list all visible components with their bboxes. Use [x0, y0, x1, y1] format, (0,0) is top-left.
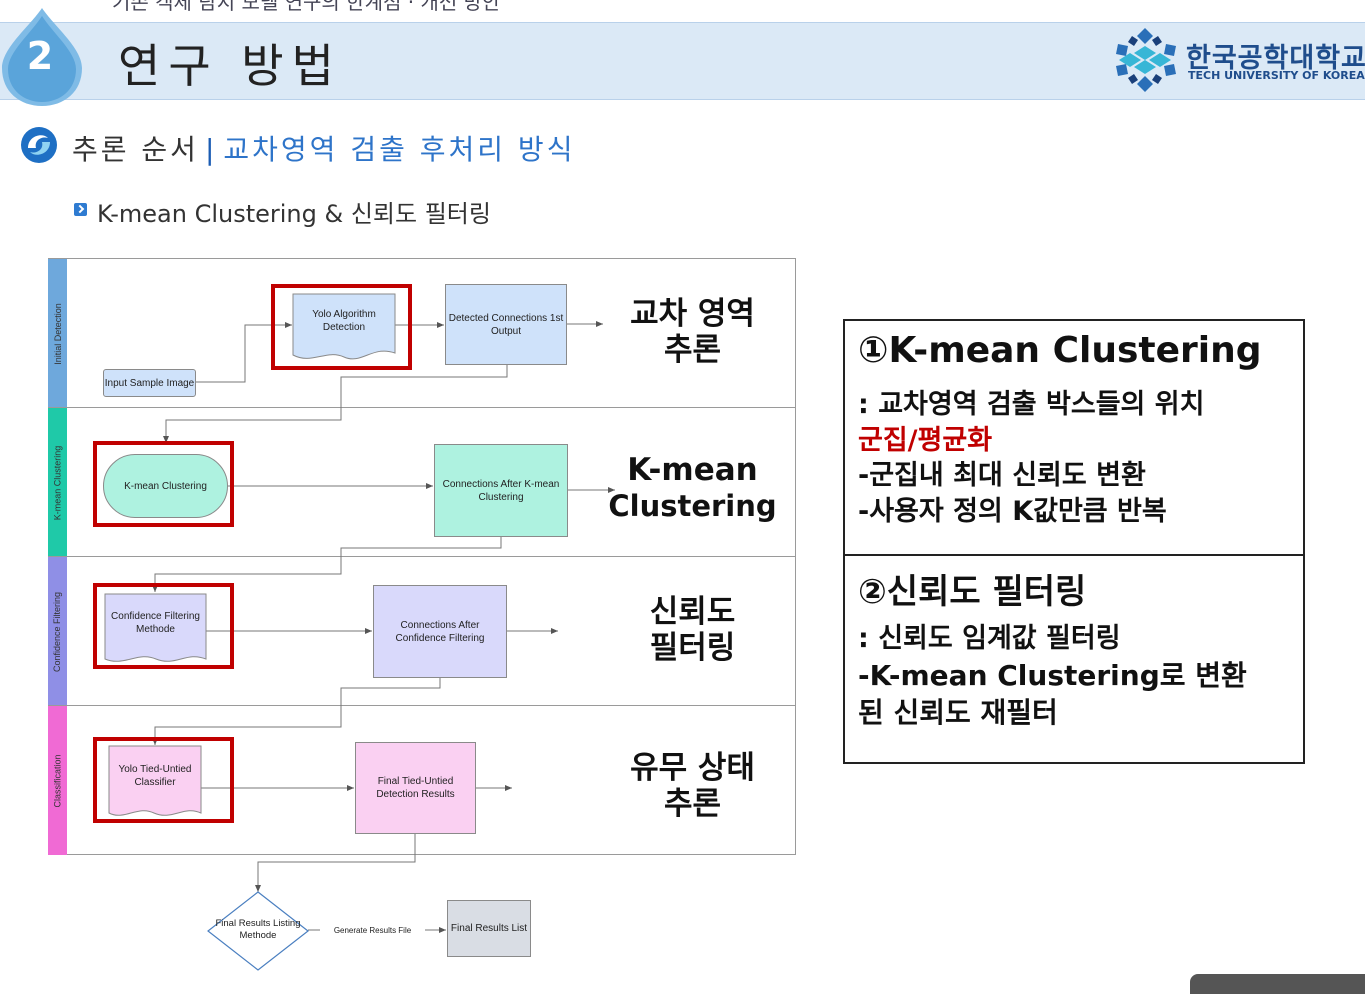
- subtitle-part1: 추론 순서: [72, 133, 199, 166]
- node-confidence-shape: [104, 593, 207, 662]
- university-name-english: TECH UNIVERSITY OF KOREA: [1188, 69, 1365, 82]
- lane-tab-kmean: [48, 408, 67, 557]
- lane-label-initial: Initial Detection: [52, 302, 63, 365]
- node-final-detection: Final Tied-Untied Detection Results: [355, 742, 476, 834]
- node-decision-shape: [207, 891, 309, 971]
- confidence-desc-line1: : 신뢰도 임계값 필터링: [858, 623, 1121, 654]
- university-logo-icon: [1116, 28, 1176, 92]
- subtitle-separator: |: [204, 133, 218, 166]
- node-yolo-shape: [292, 293, 396, 360]
- node-final-results-method: Final Results Listing Methode: [215, 918, 301, 941]
- previous-slide-text: 기존 객체 탐지 모델 연구의 한계점 · 개선 방안: [112, 0, 501, 14]
- lane-label-confidence: Confidence Filtering: [52, 591, 63, 672]
- node-input-sample: Input Sample Image: [103, 369, 196, 397]
- node-after-confidence: Connections After Confidence Filtering: [373, 585, 507, 678]
- section-number: 2: [26, 34, 54, 78]
- node-classifier-shape: [108, 745, 202, 816]
- lane-tab-confidence: [48, 557, 67, 706]
- lane-tab-initial: [48, 259, 67, 408]
- swirl-icon: [21, 127, 57, 163]
- kmean-desc-highlight: 군집/평균화: [858, 425, 993, 456]
- node-yolo-classifier: Yolo Tied-Untied Classifier: [118, 764, 192, 788]
- slide-subtitle: 추론 순서|교차영역 검출 후처리 방식: [72, 128, 575, 168]
- subtitle-part2: 교차영역 검출 후처리 방식: [223, 133, 576, 166]
- highlight-box: [93, 737, 234, 823]
- kmean-desc-line4: -사용자 정의 K값만큼 반복: [858, 496, 1167, 527]
- node-after-kmean: Connections After K-mean Clustering: [434, 444, 568, 537]
- highlight-box: [271, 284, 412, 370]
- confidence-heading: ②신뢰도 필터링: [858, 572, 1087, 612]
- bullet-arrow-icon: [74, 203, 87, 216]
- node-kmean-clustering: K-mean Clustering: [103, 454, 228, 518]
- edge-label-generate: Generate Results File: [320, 922, 425, 938]
- kmean-desc-line3: -군집내 최대 신뢰도 변환: [858, 460, 1146, 491]
- corner-overlay-tab: [1190, 974, 1365, 994]
- bullet-text: K-mean Clustering & 신뢰도 필터링: [97, 200, 491, 228]
- node-detected-connections: Detected Connections 1st Output: [445, 284, 567, 365]
- lane-divider: [48, 556, 796, 557]
- node-final-results-list: Final Results List: [447, 900, 531, 957]
- kmean-heading: ①K-mean Clustering: [858, 330, 1262, 371]
- node-yolo-detection: Yolo Algorithm Detection: [312, 309, 376, 333]
- confidence-desc-line3: 된 신뢰도 재필터: [858, 696, 1058, 729]
- description-box: [843, 319, 1305, 764]
- node-confidence-method: Confidence Filtering Methode: [111, 611, 200, 635]
- lane-divider: [48, 407, 796, 408]
- water-drop-badge: [2, 8, 82, 106]
- confidence-desc-line2: -K-mean Clustering로 변환: [858, 659, 1247, 692]
- lane-label-kmean: K-mean Clustering: [52, 445, 63, 520]
- highlight-box: [93, 441, 234, 527]
- highlight-box: [93, 583, 234, 669]
- lane-tab-classification: [48, 706, 67, 855]
- section-title: 연구 방법: [118, 39, 342, 93]
- kmean-desc-line1: : 교차영역 검출 박스들의 위치: [858, 389, 1205, 420]
- description-divider: [843, 554, 1305, 556]
- lane-label-classification: Classification: [52, 753, 63, 808]
- university-name-korean: 한국공학대학교: [1186, 43, 1365, 74]
- lane-divider: [48, 705, 796, 706]
